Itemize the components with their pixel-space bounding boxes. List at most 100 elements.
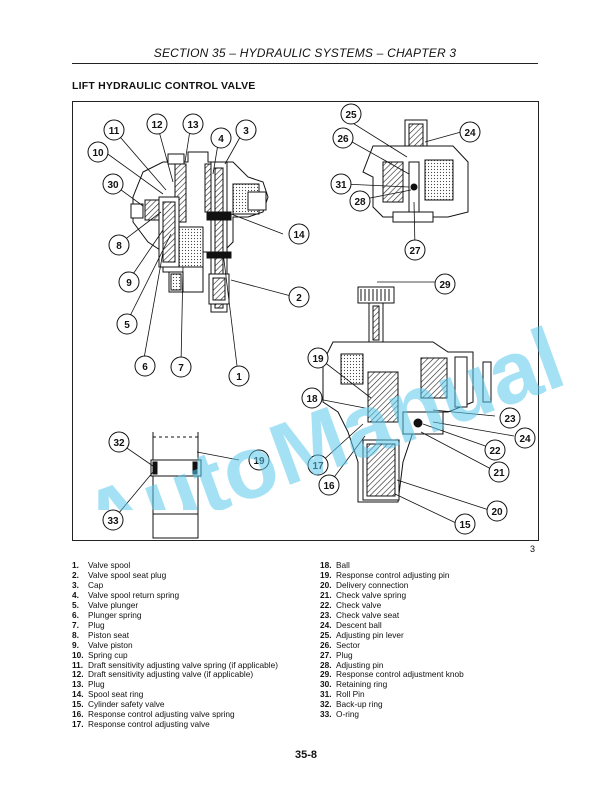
figure-frame: 11 12 13 4 3 10 30 14 8 9 5 2 6 7 1 25 2… (72, 101, 539, 541)
legend-item: 6.Plunger spring (72, 609, 142, 620)
callout-26: 26 (332, 127, 354, 149)
callout-9-label: 9 (126, 278, 132, 289)
callout-4: 4 (210, 127, 232, 149)
callout-16-label: 16 (323, 481, 335, 492)
callout-1: 1 (228, 365, 250, 387)
callout-13-label: 13 (187, 120, 199, 131)
legend-item: 33.O-ring (320, 709, 360, 720)
callout-24-label-b: 24 (519, 434, 531, 445)
legend-item: 23.Check valve seat (320, 609, 400, 620)
callout-6: 6 (134, 355, 156, 377)
callout-25-label: 25 (345, 110, 357, 121)
legend-item: 1.Valve spool (72, 560, 131, 570)
callout-10-label: 10 (92, 148, 104, 159)
callout-23: 23 (499, 407, 521, 429)
legend-item: 15.Cylinder safety valve (72, 699, 165, 710)
legend-item: 16.Response control adjusting valve spri… (72, 709, 235, 720)
legend-item: 12.Draft sensitivity adjusting valve (if… (72, 669, 254, 680)
legend-item: 30.Retaining ring (320, 679, 388, 690)
callouts: 11 12 13 4 3 10 30 14 8 9 5 2 6 7 1 25 2… (87, 103, 536, 535)
callout-15-label: 15 (459, 520, 471, 531)
callout-6-label: 6 (142, 362, 148, 373)
callout-33-label: 33 (107, 516, 119, 527)
legend-item: 5.Valve plunger (72, 599, 139, 610)
legend-item: 7.Plug (72, 619, 105, 630)
legend-item: 18.Ball (320, 560, 350, 570)
callout-18: 18 (301, 387, 323, 409)
callout-10: 10 (87, 141, 109, 163)
legend-item: 19.Response control adjusting pin (320, 569, 450, 580)
callout-30-label: 30 (107, 180, 119, 191)
legend-item: 10.Spring cup (72, 649, 128, 660)
legend-item: 32.Back-up ring (320, 699, 383, 710)
callout-24b: 24 (514, 427, 536, 449)
legend-item: 2.Valve spool seat plug (72, 569, 167, 580)
callout-20-label: 20 (491, 507, 503, 518)
callout-33: 33 (102, 509, 124, 531)
callout-27: 27 (404, 239, 426, 261)
callout-25: 25 (340, 103, 362, 125)
callout-7: 7 (170, 356, 192, 378)
legend-item: 22.Check valve (320, 599, 382, 610)
valve-diagram: 11 12 13 4 3 10 30 14 8 9 5 2 6 7 1 25 2… (87, 103, 536, 539)
callout-24a: 24 (459, 121, 481, 143)
seal-detail (150, 432, 202, 539)
callout-31: 31 (330, 173, 352, 195)
callout-9: 9 (118, 271, 140, 293)
legend-item: 13.Plug (72, 679, 105, 690)
callout-2: 2 (288, 286, 310, 308)
legend-item: 14.Spool seat ring (72, 689, 144, 700)
legend-left: 1.Valve spool 2.Valve spool seat plug 3.… (72, 560, 302, 730)
legend-item: 25.Adjusting pin lever (320, 629, 404, 640)
callout-21: 21 (488, 461, 510, 483)
legend-item: 26.Sector (320, 639, 360, 650)
callout-7-label: 7 (178, 363, 184, 374)
callout-5-label: 5 (124, 320, 130, 331)
legend-item: 28.Adjusting pin (320, 659, 384, 670)
callout-20: 20 (486, 500, 508, 522)
callout-15: 15 (454, 513, 476, 535)
callout-13: 13 (182, 113, 204, 135)
adjusting-pin-detail (362, 119, 469, 223)
legend-item: 29.Response control adjustment knob (320, 669, 464, 680)
legend-item: 3.Cap (72, 579, 104, 590)
callout-11: 11 (103, 119, 125, 141)
page-number: 35-8 (294, 749, 318, 761)
callout-23-label: 23 (504, 414, 516, 425)
callout-17-label: 17 (312, 461, 324, 472)
callout-19-label: 19 (312, 354, 324, 365)
callout-8-label: 8 (116, 241, 122, 252)
callout-22: 22 (484, 439, 506, 461)
callout-18-label: 18 (306, 394, 318, 405)
page-header: SECTION 35 – HYDRAULIC SYSTEMS – CHAPTER… (72, 44, 538, 64)
callout-31-label: 31 (335, 180, 347, 191)
legend-item: 21.Check valve spring (320, 589, 407, 600)
callout-3-label: 3 (243, 126, 249, 137)
main-valve-assembly (130, 151, 269, 313)
callout-22-label: 22 (489, 446, 501, 457)
callout-12: 12 (146, 113, 168, 135)
callout-24-label: 24 (464, 128, 476, 139)
callout-12-label: 12 (151, 120, 163, 131)
callout-3: 3 (235, 119, 257, 141)
callout-19-label-b: 19 (253, 456, 265, 467)
section-heading: LIFT HYDRAULIC CONTROL VALVE (72, 80, 256, 92)
callout-19b: 19 (248, 449, 270, 471)
callout-21-label: 21 (493, 468, 505, 479)
legend-item: 31.Roll Pin (320, 689, 365, 700)
callout-29: 29 (434, 273, 456, 295)
callout-32-label: 32 (113, 438, 125, 449)
legend-item: 24.Descent ball (320, 619, 382, 630)
legend-item: 9.Valve piston (72, 639, 133, 650)
callout-5: 5 (116, 313, 138, 335)
callout-30: 30 (102, 173, 124, 195)
callout-26-label: 26 (337, 134, 349, 145)
response-control-assembly (322, 286, 492, 503)
legend-item: 27.Plug (320, 649, 353, 660)
figure-number: 3 (530, 544, 536, 554)
callout-8: 8 (108, 234, 130, 256)
callout-14-label: 14 (293, 230, 305, 241)
callout-28-label: 28 (354, 197, 366, 208)
callout-14: 14 (288, 223, 310, 245)
legend-right: 18.Ball 19.Response control adjusting pi… (320, 560, 550, 720)
